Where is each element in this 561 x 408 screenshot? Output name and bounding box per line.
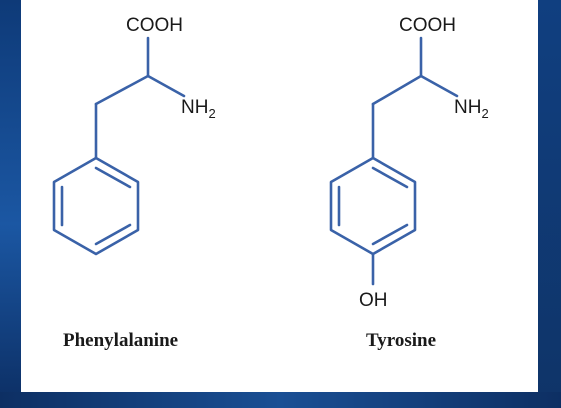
- tyr-ring-double-1: [371, 166, 409, 189]
- phenylalanine-structure: COOH NH2 Phenylalanine: [52, 15, 216, 351]
- tyr-bond-nh2: [419, 74, 459, 98]
- tyr-benzene-ring: [329, 156, 417, 256]
- frame-left-edge: [0, 0, 21, 408]
- phe-ring-double-1: [94, 166, 132, 189]
- tyr-nh2-label: NH2: [454, 97, 489, 121]
- tyr-name-label: Tyrosine: [366, 330, 436, 351]
- tyr-ring-double-2: [371, 223, 409, 246]
- frame-right-edge: [538, 0, 561, 408]
- frame-bottom-edge: [0, 392, 561, 408]
- structures-svg: COOH NH2 Phenylalanine COOH NH2 OH Tyro: [52, 15, 489, 351]
- tyrosine-structure: COOH NH2 OH Tyrosine: [329, 15, 489, 351]
- phe-name-label: Phenylalanine: [63, 330, 178, 351]
- tyr-bond-ch2: [371, 74, 423, 106]
- phe-cooh-label: COOH: [126, 15, 183, 36]
- phe-nh2-label: NH2: [181, 97, 216, 121]
- phe-benzene-ring: [52, 156, 140, 256]
- phe-bond-nh2: [146, 74, 186, 98]
- tyr-oh-label: OH: [359, 290, 388, 311]
- tyr-cooh-label: COOH: [399, 15, 456, 36]
- phe-ring-double-2: [94, 223, 132, 246]
- phe-bond-ch2: [94, 74, 150, 106]
- diagram-panel: COOH NH2 Phenylalanine COOH NH2 OH Tyro: [21, 0, 538, 392]
